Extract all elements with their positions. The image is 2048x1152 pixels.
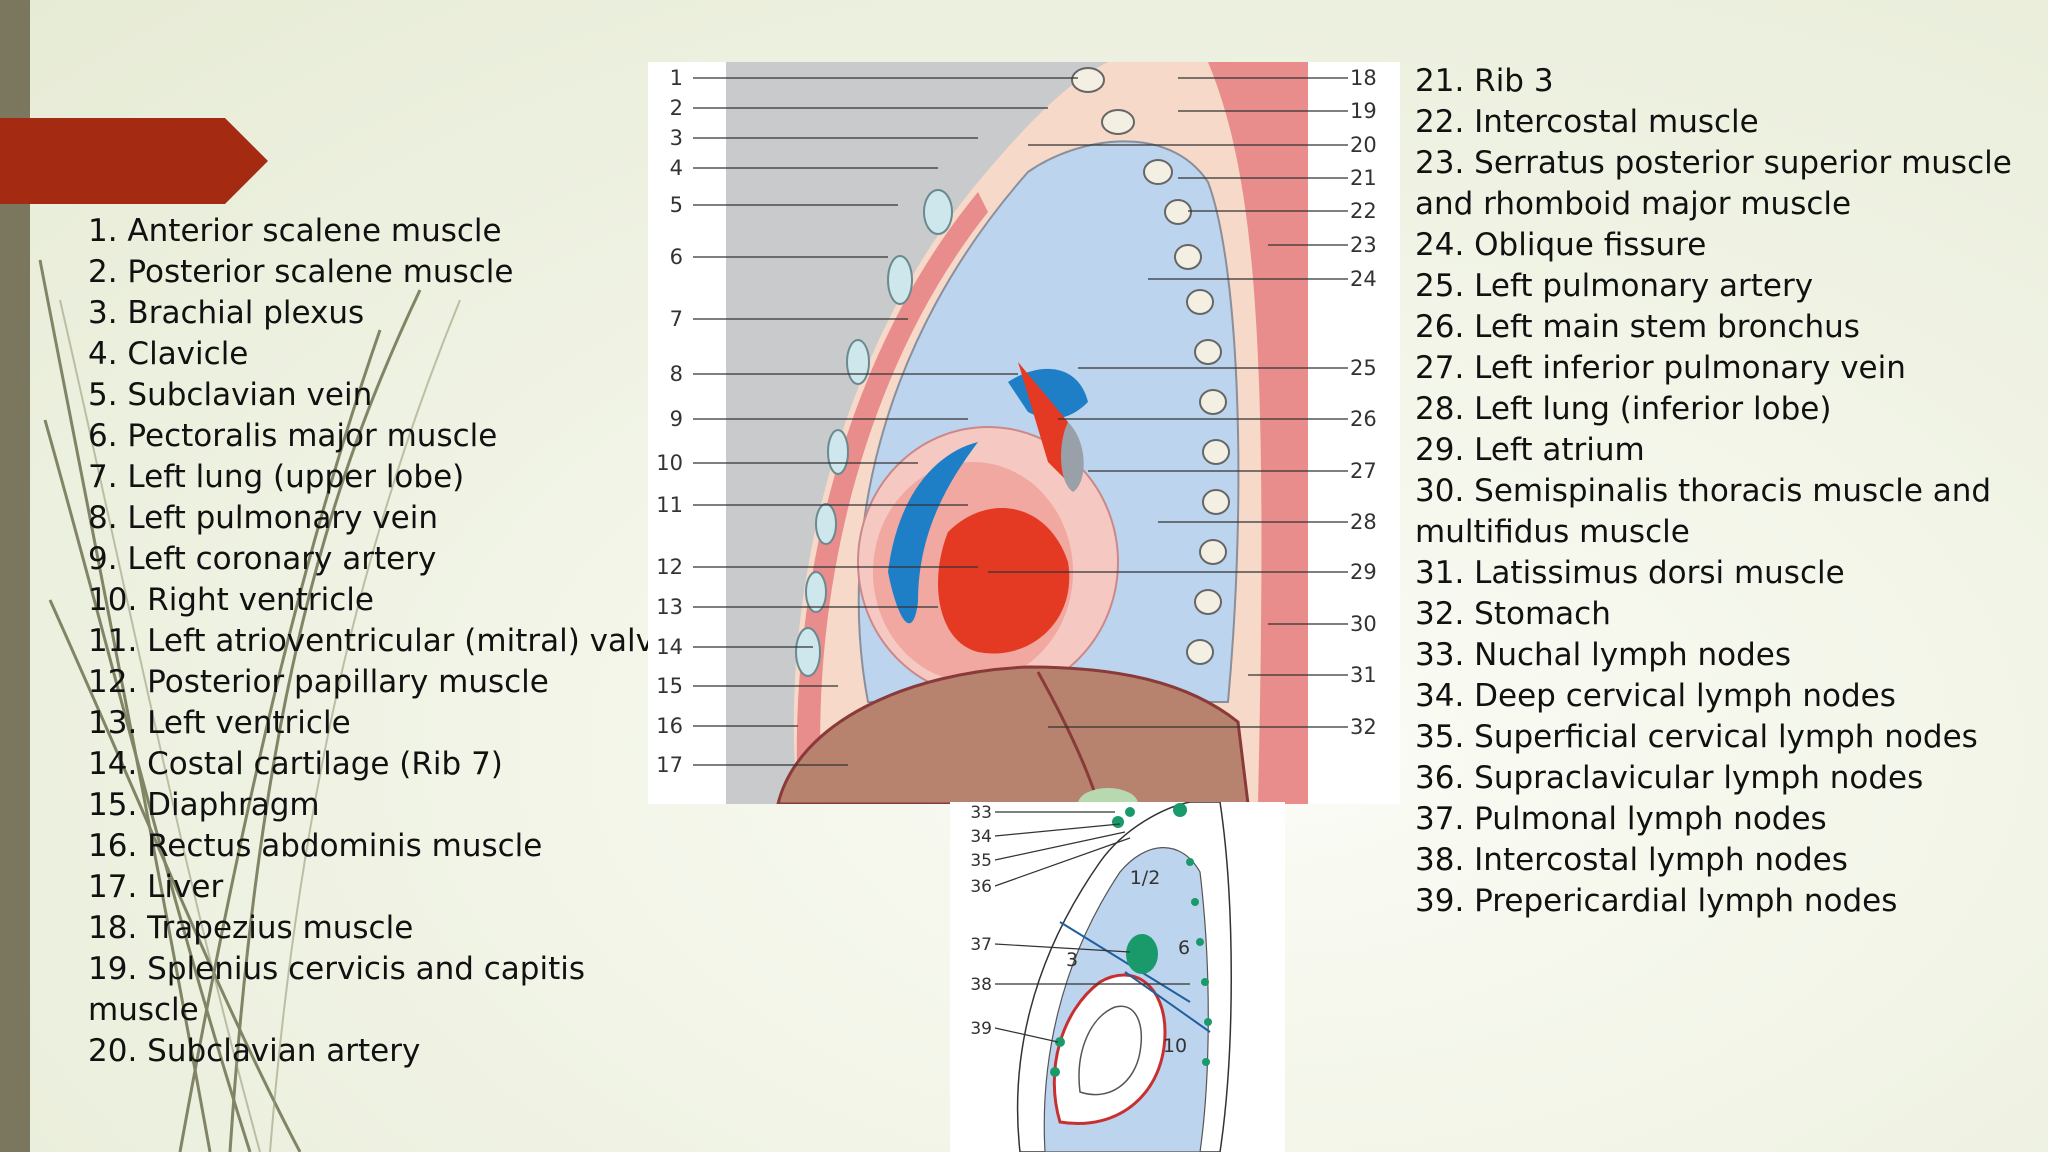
accent-arrow-tab (0, 118, 268, 204)
legend-right-item: 28. Left lung (inferior lobe) (1415, 391, 1832, 427)
lymph-num-34: 34 (970, 827, 992, 847)
legend-left-item: 5. Subclavian vein (88, 377, 373, 413)
legend-left-item: 12. Posterior papillary muscle (88, 664, 549, 700)
lymph-num-35: 35 (970, 851, 992, 871)
zone-label-1-2: 1/2 (1130, 867, 1161, 889)
sagittal-thorax-figure: 1 2 3 4 5 6 7 8 9 10 11 12 13 14 15 16 1… (648, 62, 1400, 804)
fig-num-15: 15 (656, 674, 683, 698)
legend-left-item: muscle (88, 992, 199, 1028)
fig-num-16: 16 (656, 714, 683, 738)
fig-num-20: 20 (1350, 133, 1377, 157)
legend-right-item: 23. Serratus posterior superior muscle (1415, 145, 2012, 181)
zone-label-10: 10 (1163, 1035, 1187, 1057)
fig-num-3: 3 (670, 126, 683, 150)
fig-num-24: 24 (1350, 267, 1377, 291)
legend-left-item: 18. Trapezius muscle (88, 910, 414, 946)
legend-left-item: 15. Diaphragm (88, 787, 320, 823)
legend-left-item: 3. Brachial plexus (88, 295, 365, 331)
zone-label-6: 6 (1178, 937, 1190, 959)
legend-left-item: 11. Left atrioventricular (mitral) valve (88, 623, 674, 659)
legend-left-item: 4. Clavicle (88, 336, 249, 372)
legend-right-list: 21. Rib 3 22. Intercostal muscle 23. Serra… (1415, 61, 2035, 922)
fig-num-5: 5 (670, 193, 683, 217)
lymph-num-33: 33 (970, 803, 992, 823)
fig-num-10: 10 (656, 451, 683, 475)
legend-left-item: 16. Rectus abdominis muscle (88, 828, 543, 864)
legend-left-item: 20. Subclavian artery (88, 1033, 421, 1069)
fig-num-26: 26 (1350, 407, 1377, 431)
legend-left-item: 9. Left coronary artery (88, 541, 437, 577)
legend-right-item: 29. Left atrium (1415, 432, 1645, 468)
legend-right-item: multifidus muscle (1415, 514, 1690, 550)
fig-num-6: 6 (670, 245, 683, 269)
fig-num-4: 4 (670, 156, 683, 180)
fig-num-31: 31 (1350, 663, 1377, 687)
legend-right-item: 36. Supraclavicular lymph nodes (1415, 760, 1924, 796)
lymph-num-39: 39 (970, 1019, 992, 1039)
legend-left-item: 13. Left ventricle (88, 705, 351, 741)
fig-num-19: 19 (1350, 99, 1377, 123)
lymph-num-37: 37 (970, 935, 992, 955)
fig-num-1: 1 (670, 66, 683, 90)
fig-num-25: 25 (1350, 356, 1377, 380)
fig-num-17: 17 (656, 753, 683, 777)
fig-num-11: 11 (656, 493, 683, 517)
fig-num-8: 8 (670, 362, 683, 386)
fig-num-32: 32 (1350, 715, 1377, 739)
legend-right-item: 35. Superficial cervical lymph nodes (1415, 719, 1978, 755)
legend-left-item: 6. Pectoralis major muscle (88, 418, 498, 454)
legend-right-item: 33. Nuchal lymph nodes (1415, 637, 1791, 673)
lymph-node-figure: 33 34 35 36 37 38 39 1/2 3 6 10 (950, 802, 1285, 1152)
legend-left-item: 1. Anterior scalene muscle (88, 213, 502, 249)
fig-num-7: 7 (670, 307, 683, 331)
legend-right-item: and rhomboid major muscle (1415, 186, 1852, 222)
fig-num-29: 29 (1350, 560, 1377, 584)
legend-right-item: 31. Latissimus dorsi muscle (1415, 555, 1845, 591)
legend-right-item: 37. Pulmonal lymph nodes (1415, 801, 1827, 837)
fig-num-23: 23 (1350, 233, 1377, 257)
legend-right-item: 25. Left pulmonary artery (1415, 268, 1814, 304)
legend-left-list: 1. Anterior scalene muscle 2. Posterior s… (88, 211, 674, 1072)
legend-left-item: 19. Splenius cervicis and capitis (88, 951, 586, 987)
fig-num-28: 28 (1350, 510, 1377, 534)
legend-right-item: 24. Oblique fissure (1415, 227, 1707, 263)
legend-right-item: 26. Left main stem bronchus (1415, 309, 1860, 345)
fig-num-30: 30 (1350, 612, 1377, 636)
fig-num-12: 12 (656, 555, 683, 579)
legend-right-item: 30. Semispinalis thoracis muscle and (1415, 473, 1992, 509)
legend-left-item: 8. Left pulmonary vein (88, 500, 438, 536)
legend-left-item: 17. Liver (88, 869, 224, 905)
legend-right-item: 32. Stomach (1415, 596, 1611, 632)
legend-right-item: 38. Intercostal lymph nodes (1415, 842, 1848, 878)
lymph-num-36: 36 (970, 877, 992, 897)
legend-left-item: 7. Left lung (upper lobe) (88, 459, 465, 495)
fig-num-22: 22 (1350, 199, 1377, 223)
legend-right-item: 27. Left inferior pulmonary vein (1415, 350, 1906, 386)
legend-right-item: 22. Intercostal muscle (1415, 104, 1759, 140)
fig-num-2: 2 (670, 96, 683, 120)
legend-right-item: 21. Rib 3 (1415, 63, 1554, 99)
legend-right-item: 34. Deep cervical lymph nodes (1415, 678, 1896, 714)
fig-num-14: 14 (656, 635, 683, 659)
fig-num-21: 21 (1350, 166, 1377, 190)
fig-num-9: 9 (670, 407, 683, 431)
fig-num-13: 13 (656, 595, 683, 619)
legend-left-item: 10. Right ventricle (88, 582, 374, 618)
legend-left-item: 2. Posterior scalene muscle (88, 254, 514, 290)
lymph-num-38: 38 (970, 975, 992, 995)
legend-left-item: 14. Costal cartilage (Rib 7) (88, 746, 503, 782)
fig-num-27: 27 (1350, 459, 1377, 483)
fig-num-18: 18 (1350, 66, 1377, 90)
legend-right-item: 39. Prepericardial lymph nodes (1415, 883, 1898, 919)
zone-label-3: 3 (1066, 949, 1078, 971)
